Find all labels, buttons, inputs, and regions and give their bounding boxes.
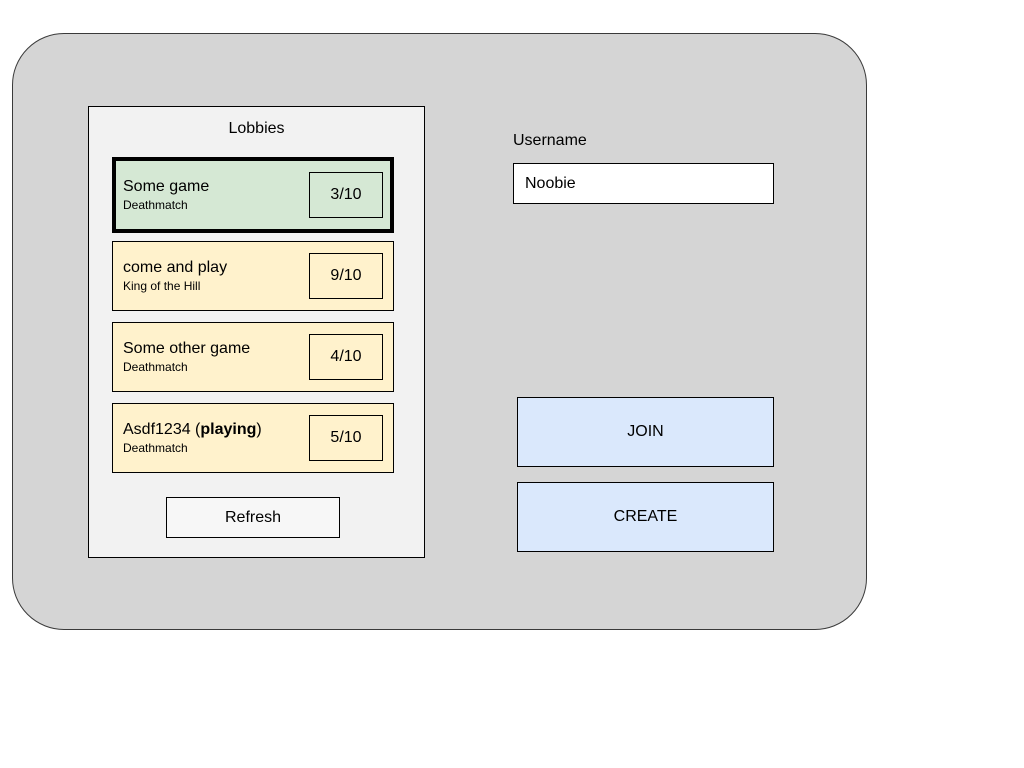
- username-input[interactable]: [513, 163, 774, 204]
- lobby-item-name-prefix: Asdf1234 (: [123, 421, 201, 438]
- lobby-item-name-suffix: ): [256, 421, 262, 438]
- lobby-item-player-count: 3/10: [309, 172, 383, 218]
- lobby-item-name: come and play: [123, 259, 228, 276]
- refresh-button[interactable]: Refresh: [166, 497, 340, 538]
- lobby-item-mode: Deathmatch: [123, 198, 188, 212]
- lobbies-panel-title: Lobbies: [228, 120, 285, 137]
- lobby-item-mode: Deathmatch: [123, 441, 188, 455]
- lobby-item-name: Asdf1234 (playing): [123, 420, 262, 440]
- lobby-item-playing-tag: playing: [200, 421, 257, 438]
- lobby-item-name: Some game: [123, 178, 210, 195]
- lobby-item-player-count: 5/10: [309, 415, 383, 461]
- create-button[interactable]: CREATE: [517, 482, 774, 552]
- join-button[interactable]: JOIN: [517, 397, 774, 467]
- lobby-item-mode: Deathmatch: [123, 360, 188, 374]
- lobby-item-name: Some other game: [123, 340, 251, 357]
- lobby-item-text: Asdf1234 (playing)Deathmatch: [123, 420, 262, 456]
- lobby-item-player-count: 4/10: [309, 334, 383, 380]
- username-label: Username: [513, 132, 587, 149]
- lobby-item-player-count: 9/10: [309, 253, 383, 299]
- lobby-item-mode: King of the Hill: [123, 279, 201, 293]
